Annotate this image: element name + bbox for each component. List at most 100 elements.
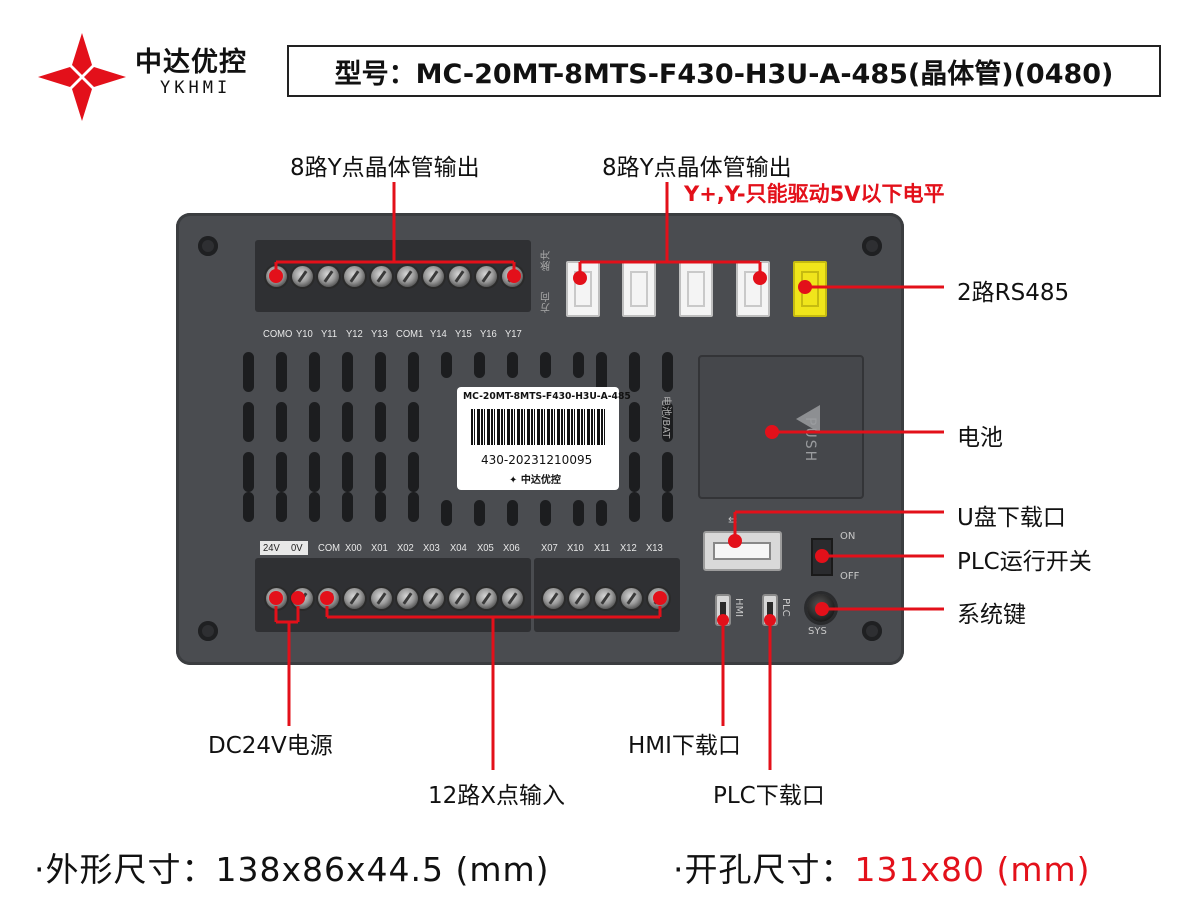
vent-slot	[309, 402, 320, 442]
terminal-label: COM1	[396, 328, 424, 340]
terminal-label: X00	[345, 542, 362, 554]
usb-icon: ⇆	[728, 514, 738, 527]
corner-screw-icon	[862, 236, 882, 256]
terminal-label: X10	[567, 542, 584, 554]
label-brand-text: 中达优控	[520, 475, 561, 486]
vent-slot	[309, 492, 320, 522]
y-output-connector	[566, 261, 600, 317]
vent-slot	[309, 452, 320, 492]
terminal-screw-icon	[318, 266, 339, 287]
terminal-label: COMO	[263, 328, 293, 340]
terminal-label: X07	[541, 542, 558, 554]
terminal-label: X04	[450, 542, 467, 554]
vent-slot	[596, 352, 607, 392]
annotation-plc-switch: PLC运行开关	[957, 549, 1092, 575]
terminal-label: X06	[503, 542, 520, 554]
vent-slot	[573, 500, 584, 526]
terminal-label: Y16	[480, 328, 497, 340]
terminal-label: Y15	[455, 328, 472, 340]
brand-logo	[38, 33, 126, 121]
corner-screw-icon	[198, 236, 218, 256]
terminal-screw-icon	[621, 588, 642, 609]
brand-logo-icon	[38, 33, 126, 121]
vent-slot	[276, 352, 287, 392]
vent-slot	[375, 402, 386, 442]
vent-slot	[243, 492, 254, 522]
vent-slot	[309, 352, 320, 392]
terminal-label: 0V	[291, 542, 303, 554]
annotation-x-input: 12路X点输入	[428, 783, 566, 809]
vent-slot	[662, 492, 673, 522]
vent-slot	[243, 452, 254, 492]
annotation-rs485: 2路RS485	[957, 280, 1070, 306]
vent-slot	[243, 352, 254, 392]
annotation-sys-key: 系统键	[957, 602, 1026, 628]
brand-subtitle: YKHMI	[160, 78, 232, 98]
vent-slot	[540, 500, 551, 526]
terminal-label: X12	[620, 542, 637, 554]
terminal-label: X13	[646, 542, 663, 554]
terminal-label: X05	[477, 542, 494, 554]
vent-slot	[629, 452, 640, 492]
terminal-label: Y10	[296, 328, 313, 340]
battery-cover[interactable]: PUSH	[698, 355, 864, 499]
vent-slot	[408, 402, 419, 442]
vent-slot	[629, 402, 640, 442]
annotation-battery: 电池	[957, 425, 1003, 451]
outline-size: ·外形尺寸：138x86x44.5 (mm)	[34, 850, 550, 889]
vent-slot	[507, 352, 518, 378]
vent-slot	[629, 492, 640, 522]
terminal-screw-icon	[344, 266, 365, 287]
vent-slot	[342, 452, 353, 492]
terminal-screw-icon	[423, 588, 444, 609]
terminal-screw-icon	[502, 588, 523, 609]
cutout-size-value: 131x80 (mm)	[854, 850, 1091, 889]
usb-port[interactable]	[703, 531, 782, 571]
annotation-hmi-download: HMI下载口	[628, 733, 741, 759]
annotation-y-output-right: 8路Y点晶体管输出	[602, 155, 792, 181]
vent-slot	[662, 452, 673, 492]
switch-on-label: ON	[840, 531, 856, 542]
terminal-screw-icon	[543, 588, 564, 609]
terminal-screw-icon	[423, 266, 444, 287]
terminal-screw-icon	[344, 588, 365, 609]
annotation-y-output-left: 8路Y点晶体管输出	[290, 155, 480, 181]
vent-slot	[596, 500, 607, 526]
brand-logo-small-icon: ✦	[509, 475, 518, 486]
terminal-screw-icon	[476, 588, 497, 609]
terminal-label: X03	[423, 542, 440, 554]
vent-slot	[375, 352, 386, 392]
vent-slot	[276, 492, 287, 522]
vent-slot	[375, 492, 386, 522]
terminal-screw-icon	[371, 588, 392, 609]
vent-slot	[342, 492, 353, 522]
terminal-label: X11	[594, 542, 611, 554]
terminal-screw-icon	[449, 588, 470, 609]
barcode	[471, 409, 605, 445]
y-output-connector	[679, 261, 713, 317]
terminal-screw-icon	[476, 266, 497, 287]
vent-slot	[474, 352, 485, 378]
vent-slot	[243, 402, 254, 442]
terminal-screw-icon	[449, 266, 470, 287]
terminal-label: COM	[318, 542, 341, 554]
vent-slot	[662, 402, 673, 442]
vent-slot	[276, 402, 287, 442]
terminal-label: X01	[371, 542, 388, 554]
bottom-terminal-labels-bg	[260, 541, 308, 555]
label-brand: ✦ 中达优控	[509, 471, 561, 486]
terminal-screw-icon	[371, 266, 392, 287]
vent-slot	[375, 452, 386, 492]
vent-slot	[441, 500, 452, 526]
vent-slot	[408, 352, 419, 392]
label-model: MC-20MT-8MTS-F430-H3U-A-485	[463, 391, 631, 402]
vent-slot	[573, 352, 584, 378]
y-output-connector	[622, 261, 656, 317]
switch-off-label: OFF	[840, 571, 860, 582]
annotation-plc-download: PLC下载口	[713, 783, 825, 809]
vent-slot	[408, 452, 419, 492]
terminal-label: Y13	[371, 328, 388, 340]
vent-slot	[540, 352, 551, 378]
cutout-size-label: ·开孔尺寸：	[673, 850, 855, 889]
vent-slot	[441, 352, 452, 378]
